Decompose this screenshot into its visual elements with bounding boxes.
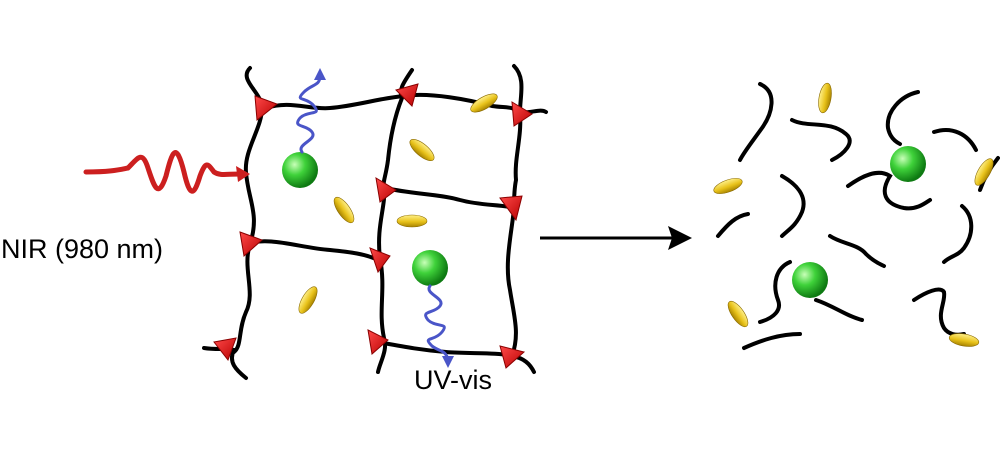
uv-vis-label: UV-vis <box>414 365 493 395</box>
polymer-network <box>202 64 548 380</box>
nanoparticle-icon <box>282 152 318 188</box>
fragment <box>780 174 806 238</box>
crosslinker-icon <box>375 177 397 203</box>
fragment <box>742 332 802 350</box>
crosslinker-icon <box>499 345 526 369</box>
crosslinker-icon <box>367 329 389 355</box>
rods-right <box>713 82 994 347</box>
fragment <box>885 90 920 146</box>
crosslinker-icon <box>254 95 279 121</box>
rod-icon <box>470 93 498 113</box>
strand <box>244 239 380 262</box>
strand <box>384 186 516 210</box>
polymer-fragments <box>716 82 1000 350</box>
fragment <box>790 118 852 162</box>
fragment <box>942 204 974 264</box>
rod-icon <box>396 214 428 228</box>
uv-emission-icon <box>296 68 326 154</box>
nir-wave-icon <box>83 150 250 194</box>
nanoparticle-icon <box>890 146 926 182</box>
fragment <box>932 128 978 152</box>
crosslinker-icon <box>395 83 419 107</box>
rods-left <box>298 93 498 314</box>
crosslinker-icon <box>511 101 533 127</box>
reaction-arrow-icon <box>540 226 692 250</box>
strand <box>202 346 248 380</box>
rod-icon <box>298 286 318 314</box>
rod-icon <box>333 196 355 224</box>
nir-label: NIR (980 nm) <box>1 234 164 264</box>
uv-emission-icon <box>424 284 454 368</box>
crosslinkers <box>213 83 533 369</box>
fragment <box>814 298 864 322</box>
crosslinker-icon <box>499 195 523 222</box>
strand <box>376 340 536 374</box>
fragment <box>828 234 886 268</box>
fragment <box>738 82 774 162</box>
crosslinker-icon <box>213 337 237 362</box>
fragment <box>846 170 932 211</box>
rod-icon <box>727 300 749 328</box>
rod-icon <box>713 178 743 194</box>
fragment <box>716 212 750 238</box>
crosslinker-icon <box>239 231 263 257</box>
nanoparticle-icon <box>792 262 828 298</box>
fragment <box>912 287 966 337</box>
nanoparticle-icon <box>412 250 448 286</box>
crosslinker-icon <box>369 247 391 274</box>
rod-icon <box>974 158 994 186</box>
rod-icon <box>818 82 832 114</box>
rod-icon <box>409 139 435 161</box>
fragment <box>758 260 792 324</box>
rod-icon <box>948 333 980 347</box>
